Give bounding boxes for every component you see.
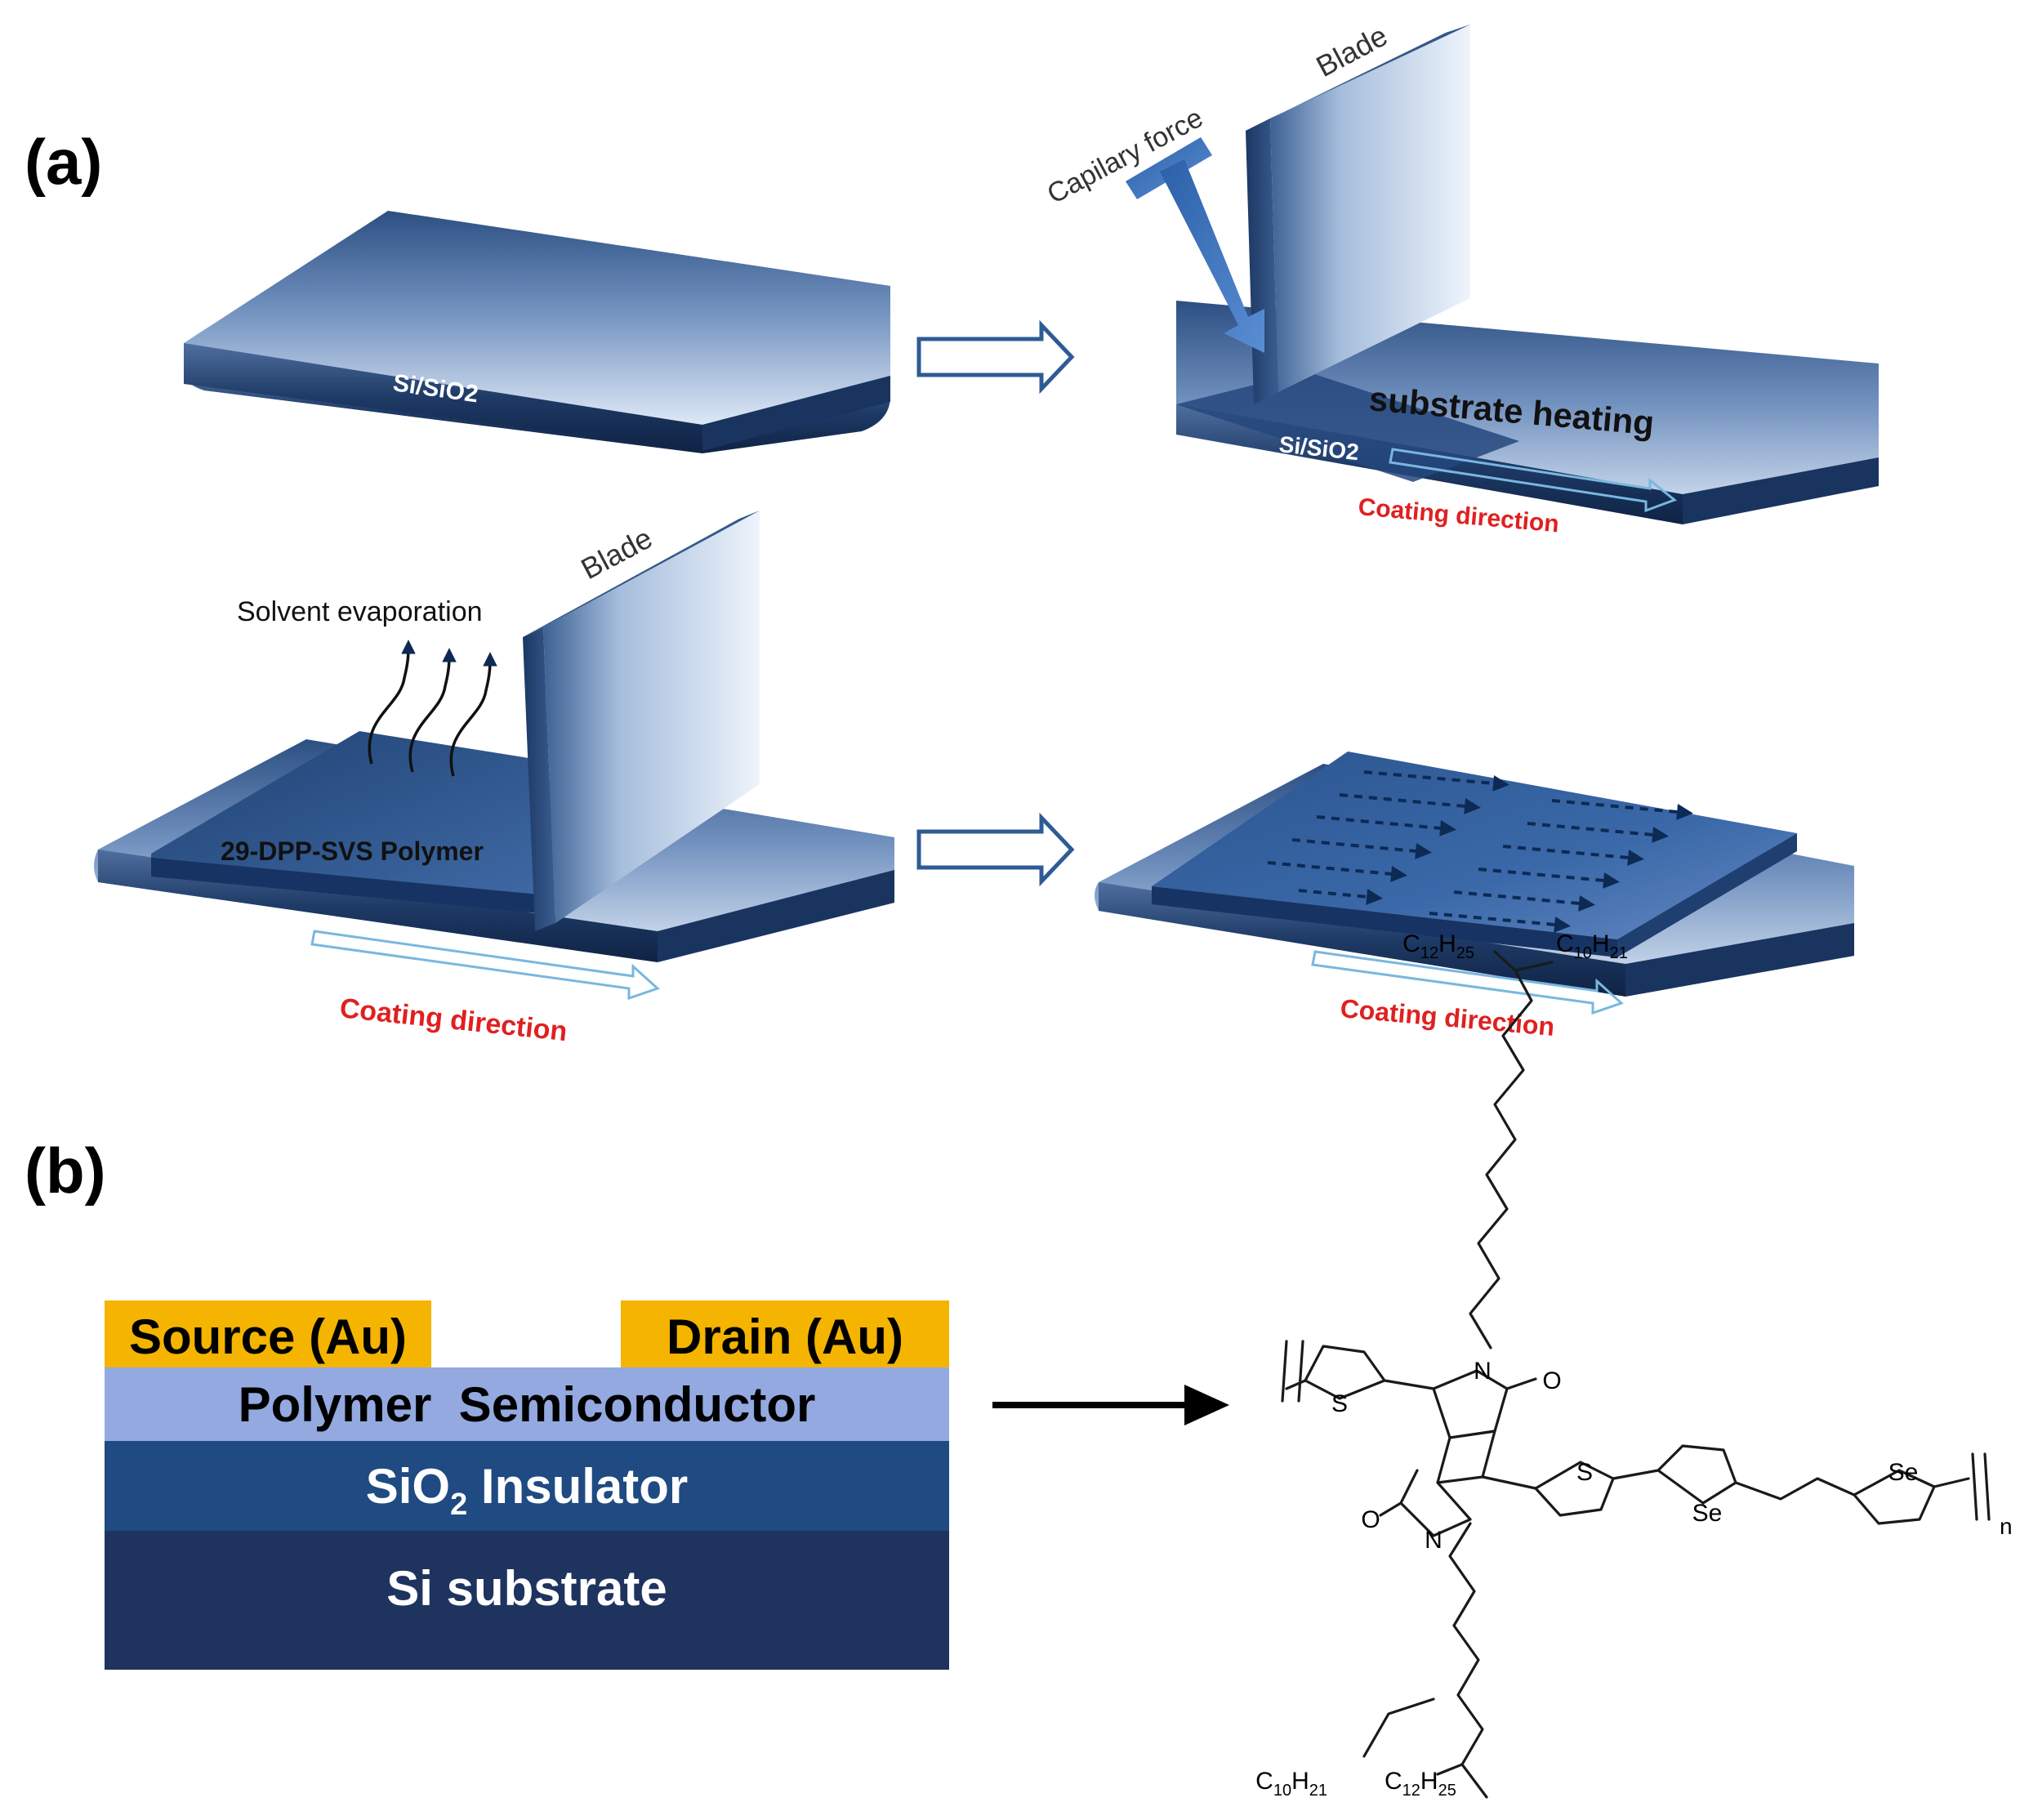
drain-electrode xyxy=(621,1300,949,1367)
drain-label: Drain (Au) xyxy=(667,1309,903,1364)
molecule-S-2: S xyxy=(1576,1459,1593,1486)
step3-substrate-label: Si/SiO2 xyxy=(203,912,298,953)
aligned-chain-arrows xyxy=(1267,770,1693,933)
step2-coating-direction-arrow xyxy=(1389,448,1678,513)
molecule-S-1: S xyxy=(1331,1390,1348,1417)
step4-coating-direction-arrow xyxy=(1311,950,1624,1015)
bottom-chain-formula-right: C12H25 xyxy=(1385,1768,1456,1800)
process-arrow-1 xyxy=(916,319,1075,395)
polymer-label: 29-DPP-SVS Polymer xyxy=(221,836,484,866)
molecule-structure xyxy=(1281,950,1991,1799)
panel-b-label: (b) xyxy=(25,1135,106,1207)
insulator-layer xyxy=(105,1441,949,1531)
device-cross-section xyxy=(105,1300,949,1670)
step4-coating-direction-label: Coating direction xyxy=(1339,993,1555,1042)
semiconductor-layer xyxy=(105,1367,949,1441)
molecule-O-2: O xyxy=(1361,1506,1380,1533)
step2-coating-direction-label: Coating direction xyxy=(1357,493,1560,538)
source-label: Source (Au) xyxy=(129,1309,407,1364)
molecule-N-2: N xyxy=(1425,1527,1443,1554)
molecule-Se-2: Se xyxy=(1888,1459,1919,1486)
molecule-Se-1: Se xyxy=(1692,1500,1723,1527)
top-chain-formula-right: C10H21 xyxy=(1556,930,1628,962)
structure-arrow xyxy=(992,1385,1229,1425)
silicon-layer xyxy=(105,1531,949,1670)
molecule-n: n xyxy=(2000,1514,2013,1539)
substrate-label: Si substrate xyxy=(386,1561,667,1616)
step3-coating-direction-arrow xyxy=(310,930,660,1001)
insulator-label: SiO2 Insulator xyxy=(366,1459,689,1522)
step4-aligned-film xyxy=(1152,752,1797,957)
evaporation-arrows-icon xyxy=(368,640,497,777)
top-chain-formula-left: C12H25 xyxy=(1402,930,1474,962)
capillary-force-arrow-icon xyxy=(1126,137,1264,353)
step1-substrate xyxy=(184,211,890,453)
solvent-evaporation-label: Solvent evaporation xyxy=(237,596,483,627)
semiconductor-label: Polymer Semiconductor xyxy=(239,1377,816,1432)
step3-blade xyxy=(523,511,760,931)
step3-polymer-film xyxy=(151,731,539,913)
process-arrow-2 xyxy=(916,812,1075,887)
bottom-chain-formula-left: C10H21 xyxy=(1255,1768,1327,1800)
panel-a-label: (a) xyxy=(25,126,102,198)
source-electrode xyxy=(105,1300,431,1367)
molecule-O-1: O xyxy=(1542,1367,1561,1394)
molecule-N-1: N xyxy=(1474,1358,1492,1385)
step3-coating-direction-label: Coating direction xyxy=(338,993,569,1047)
